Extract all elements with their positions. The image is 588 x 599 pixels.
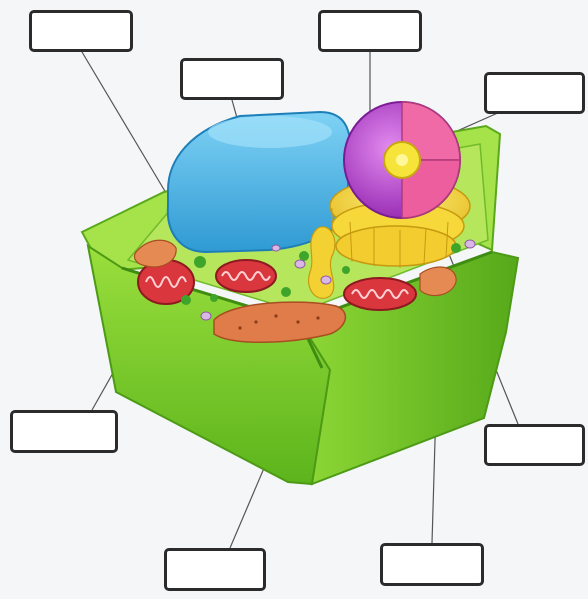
label-box-mid-right[interactable] [484,424,585,466]
label-box-top-left[interactable] [29,10,133,52]
label-box-mid-left[interactable] [10,410,118,453]
endoplasmic-reticulum [309,227,335,298]
mitochondrion-center [216,260,276,292]
mitochondrion-right [344,278,416,310]
label-box-bottom-left[interactable] [164,548,266,591]
label-box-bottom-right[interactable] [380,543,484,586]
nucleus [344,102,460,218]
label-box-top-center-right[interactable] [318,10,422,52]
label-box-top-center-left[interactable] [180,58,284,100]
label-box-top-right[interactable] [484,72,585,114]
